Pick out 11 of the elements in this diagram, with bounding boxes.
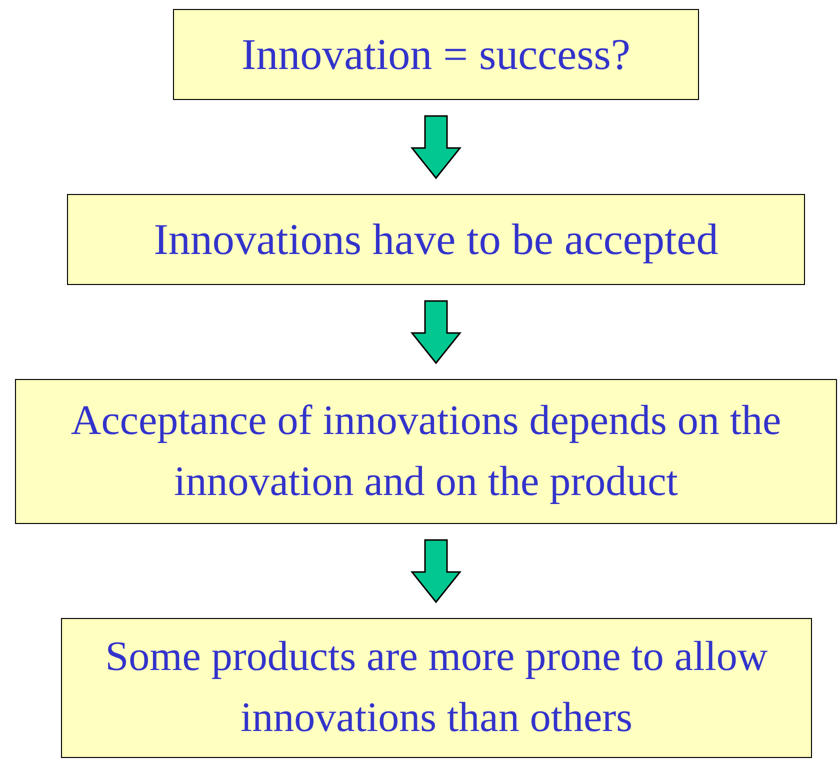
statement-box: [15, 379, 837, 524]
statement-box: [173, 9, 699, 100]
block-arrow: [410, 115, 462, 180]
statement-text: Acceptance of innovations depends on the innovation and on the product: [70, 396, 782, 506]
statement-box: [67, 194, 805, 285]
statement-text: Innovation = success?: [242, 28, 630, 81]
statement-text: Innovations have to be accepted: [154, 214, 718, 266]
statement-box: [61, 618, 812, 758]
block-arrow: [410, 539, 462, 604]
statement-text: Some products are more prone to allow innovations than others: [104, 633, 769, 743]
block-arrow: [410, 300, 462, 364]
